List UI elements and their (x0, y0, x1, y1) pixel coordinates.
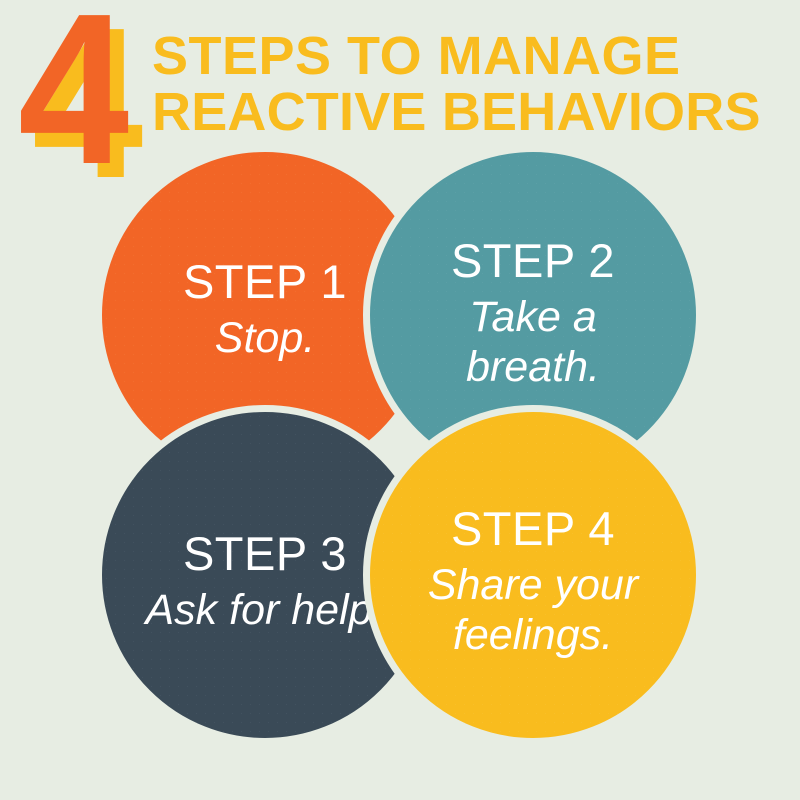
step-1-description: Stop. (214, 314, 316, 362)
step-3-label: STEP 3 (182, 527, 348, 580)
step-3-content: STEP 3 Ask for help. (146, 527, 385, 635)
step-circle-2[interactable]: STEP 2 Take a breath. (363, 145, 703, 485)
step-1-label: STEP 1 (182, 255, 348, 308)
big-number-shadow: 4 (32, 0, 143, 223)
step-1-content: STEP 1 Stop. (183, 255, 347, 363)
step-3-description: Ask for help. (145, 586, 385, 634)
step-4-description: Share your feelings. (427, 561, 639, 659)
big-number-front: 4 (18, 0, 129, 209)
title-line-2: REACTIVE BEHAVIORS (152, 82, 761, 142)
step-2-label: STEP 2 (450, 234, 616, 287)
step-2-description: Take a breath. (466, 293, 600, 391)
poster-header: 4 4 STEPS TO MANAGE REACTIVE BEHAVIORS (0, 0, 800, 210)
steps-diagram: STEP 1 Stop. STEP 2 Take a breath. STEP … (0, 140, 800, 800)
step-circle-4[interactable]: STEP 4 Share your feelings. (363, 405, 703, 745)
step-4-content: STEP 4 Share your feelings. (408, 502, 658, 660)
poster-title: STEPS TO MANAGE REACTIVE BEHAVIORS (152, 28, 800, 140)
big-number-four: 4 4 (18, 0, 218, 210)
step-2-content: STEP 2 Take a breath. (408, 234, 658, 392)
step-circle-3[interactable]: STEP 3 Ask for help. (95, 405, 435, 745)
title-line-1: STEPS TO MANAGE (152, 26, 681, 86)
step-4-label: STEP 4 (450, 502, 616, 555)
